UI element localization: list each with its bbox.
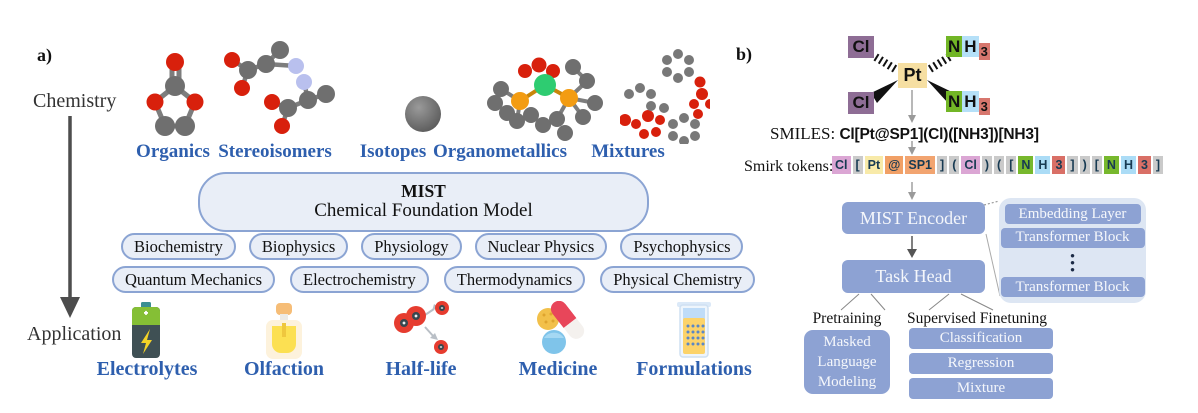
smiles-line: SMILES: Cl[Pt@SP1](Cl)([NH3])[NH3]: [770, 124, 1039, 144]
smirk-token: H: [1120, 156, 1136, 175]
half-life-icon: [394, 301, 449, 354]
application-label-electrolytes: Electrolytes: [96, 358, 198, 380]
smirk-token: ): [981, 156, 993, 175]
smirk-token: [: [852, 156, 863, 175]
category-label-organometallics: Organometallics: [432, 141, 568, 162]
category-label-organics: Organics: [136, 141, 210, 162]
discipline-pill: Biochemistry: [121, 233, 236, 260]
mixture-task-box: Mixture: [909, 378, 1053, 399]
vertical-ellipsis: •••: [1070, 247, 1075, 277]
encoder-detail-link-top: [983, 200, 1000, 206]
mist-subtitle: Chemical Foundation Model: [314, 200, 533, 222]
application-label: Application: [27, 323, 122, 345]
discipline-pill: Thermodynamics: [443, 266, 586, 293]
disciplines-row-2: Quantum Mechanics Electrochemistry Thermod…: [112, 266, 755, 293]
hashed-bond-cl: [871, 52, 898, 73]
category-label-isotopes: Isotopes: [359, 141, 427, 162]
embedding-layer-box: Embedding Layer: [1004, 204, 1141, 224]
cl-bottom-label: Cl: [848, 92, 874, 114]
task-head-box: Task Head: [842, 260, 985, 293]
mist-encoder-box: MIST Encoder: [842, 202, 985, 234]
mist-title: MIST: [401, 180, 446, 201]
smirk-token: ]: [1067, 156, 1078, 175]
wedge-bond-cl: [871, 80, 898, 103]
smirk-token: N: [1103, 156, 1119, 175]
supervised-finetuning-label: Supervised Finetuning: [907, 310, 1047, 327]
smirk-token: ): [1079, 156, 1090, 175]
formulations-beaker-icon: [677, 302, 711, 358]
discipline-pill: Quantum Mechanics: [112, 266, 276, 293]
organometallics-molecule: [487, 57, 603, 141]
organics-molecule: [146, 53, 204, 136]
smiles-string: Cl[Pt@SP1](Cl)([NH3])[NH3]: [839, 126, 1039, 143]
transformer-block-box: Transformer Block: [1000, 277, 1145, 297]
mist-model-box: MIST Chemical Foundation Model: [198, 172, 649, 232]
smirk-token: N: [1018, 156, 1034, 175]
disciplines-row-1: Biochemistry Biophysics Physiology Nuclear …: [121, 233, 744, 260]
panel-a-label: a): [37, 45, 52, 65]
smirk-token: ]: [1152, 156, 1164, 175]
smirk-tokens-label: Smirk tokens:: [744, 158, 834, 175]
pt-center-label: Pt: [898, 63, 927, 88]
chemistry-label: Chemistry: [33, 90, 117, 112]
h-atom: H: [962, 36, 979, 57]
stereoisomers-molecule: [224, 41, 335, 134]
discipline-pill: Biophysics: [248, 233, 349, 260]
classification-task-box: Classification: [909, 328, 1053, 349]
category-label-mixtures: Mixtures: [591, 141, 665, 162]
category-label-stereoisomers: Stereoisomers: [218, 141, 332, 162]
mixtures-molecule: [620, 49, 710, 144]
encoder-detail-link-bottom: [985, 233, 1001, 297]
arrow-head: [60, 297, 80, 318]
smirk-token: SP1: [905, 156, 936, 175]
taskhead-pretraining-line: [840, 293, 860, 311]
smirk-token: [: [1006, 156, 1017, 175]
application-label-medicine: Medicine: [518, 358, 598, 380]
smirk-token: (: [949, 156, 960, 175]
discipline-pill: Nuclear Physics: [474, 233, 608, 260]
application-label-half-life: Half-life: [385, 358, 457, 380]
subscript-3: 3: [978, 43, 990, 60]
olfaction-perfume-icon: [266, 303, 302, 359]
smirk-token: Cl: [961, 156, 980, 175]
electrolytes-battery-icon: [132, 302, 160, 358]
discipline-pill: Physiology: [361, 233, 462, 260]
application-label-formulations: Formulations: [636, 358, 752, 380]
smirk-token: @: [885, 156, 904, 175]
cl-top-label: Cl: [848, 36, 874, 58]
isotopes-molecule: [405, 96, 441, 132]
smiles-label: SMILES:: [770, 124, 836, 143]
regression-task-box: Regression: [909, 353, 1053, 374]
discipline-pill: Electrochemistry: [290, 266, 429, 293]
smirk-token: H: [1035, 156, 1051, 175]
smirk-token: Cl: [832, 156, 851, 175]
application-label-olfaction: Olfaction: [244, 358, 324, 380]
panel-b-label: b): [736, 44, 753, 64]
hashed-bond-nh3: [927, 52, 954, 73]
smirk-token: 3: [1137, 156, 1151, 175]
smirk-token: [: [1091, 156, 1102, 175]
pretraining-label: Pretraining: [812, 310, 882, 327]
transformer-block-box: Transformer Block: [1000, 227, 1145, 248]
taskhead-finetuning-line: [928, 293, 950, 311]
smirk-token: Pt: [864, 156, 884, 175]
masked-language-modeling-box: Masked Language Modeling: [804, 330, 890, 394]
smirk-token: ]: [937, 156, 948, 175]
smirk-token: (: [994, 156, 1005, 175]
discipline-pill: Physical Chemistry: [600, 266, 755, 293]
n-atom: N: [946, 36, 963, 57]
medicine-pills-icon: [537, 301, 585, 354]
smirk-token: 3: [1052, 156, 1066, 175]
discipline-pill: Psychophysics: [620, 233, 744, 260]
